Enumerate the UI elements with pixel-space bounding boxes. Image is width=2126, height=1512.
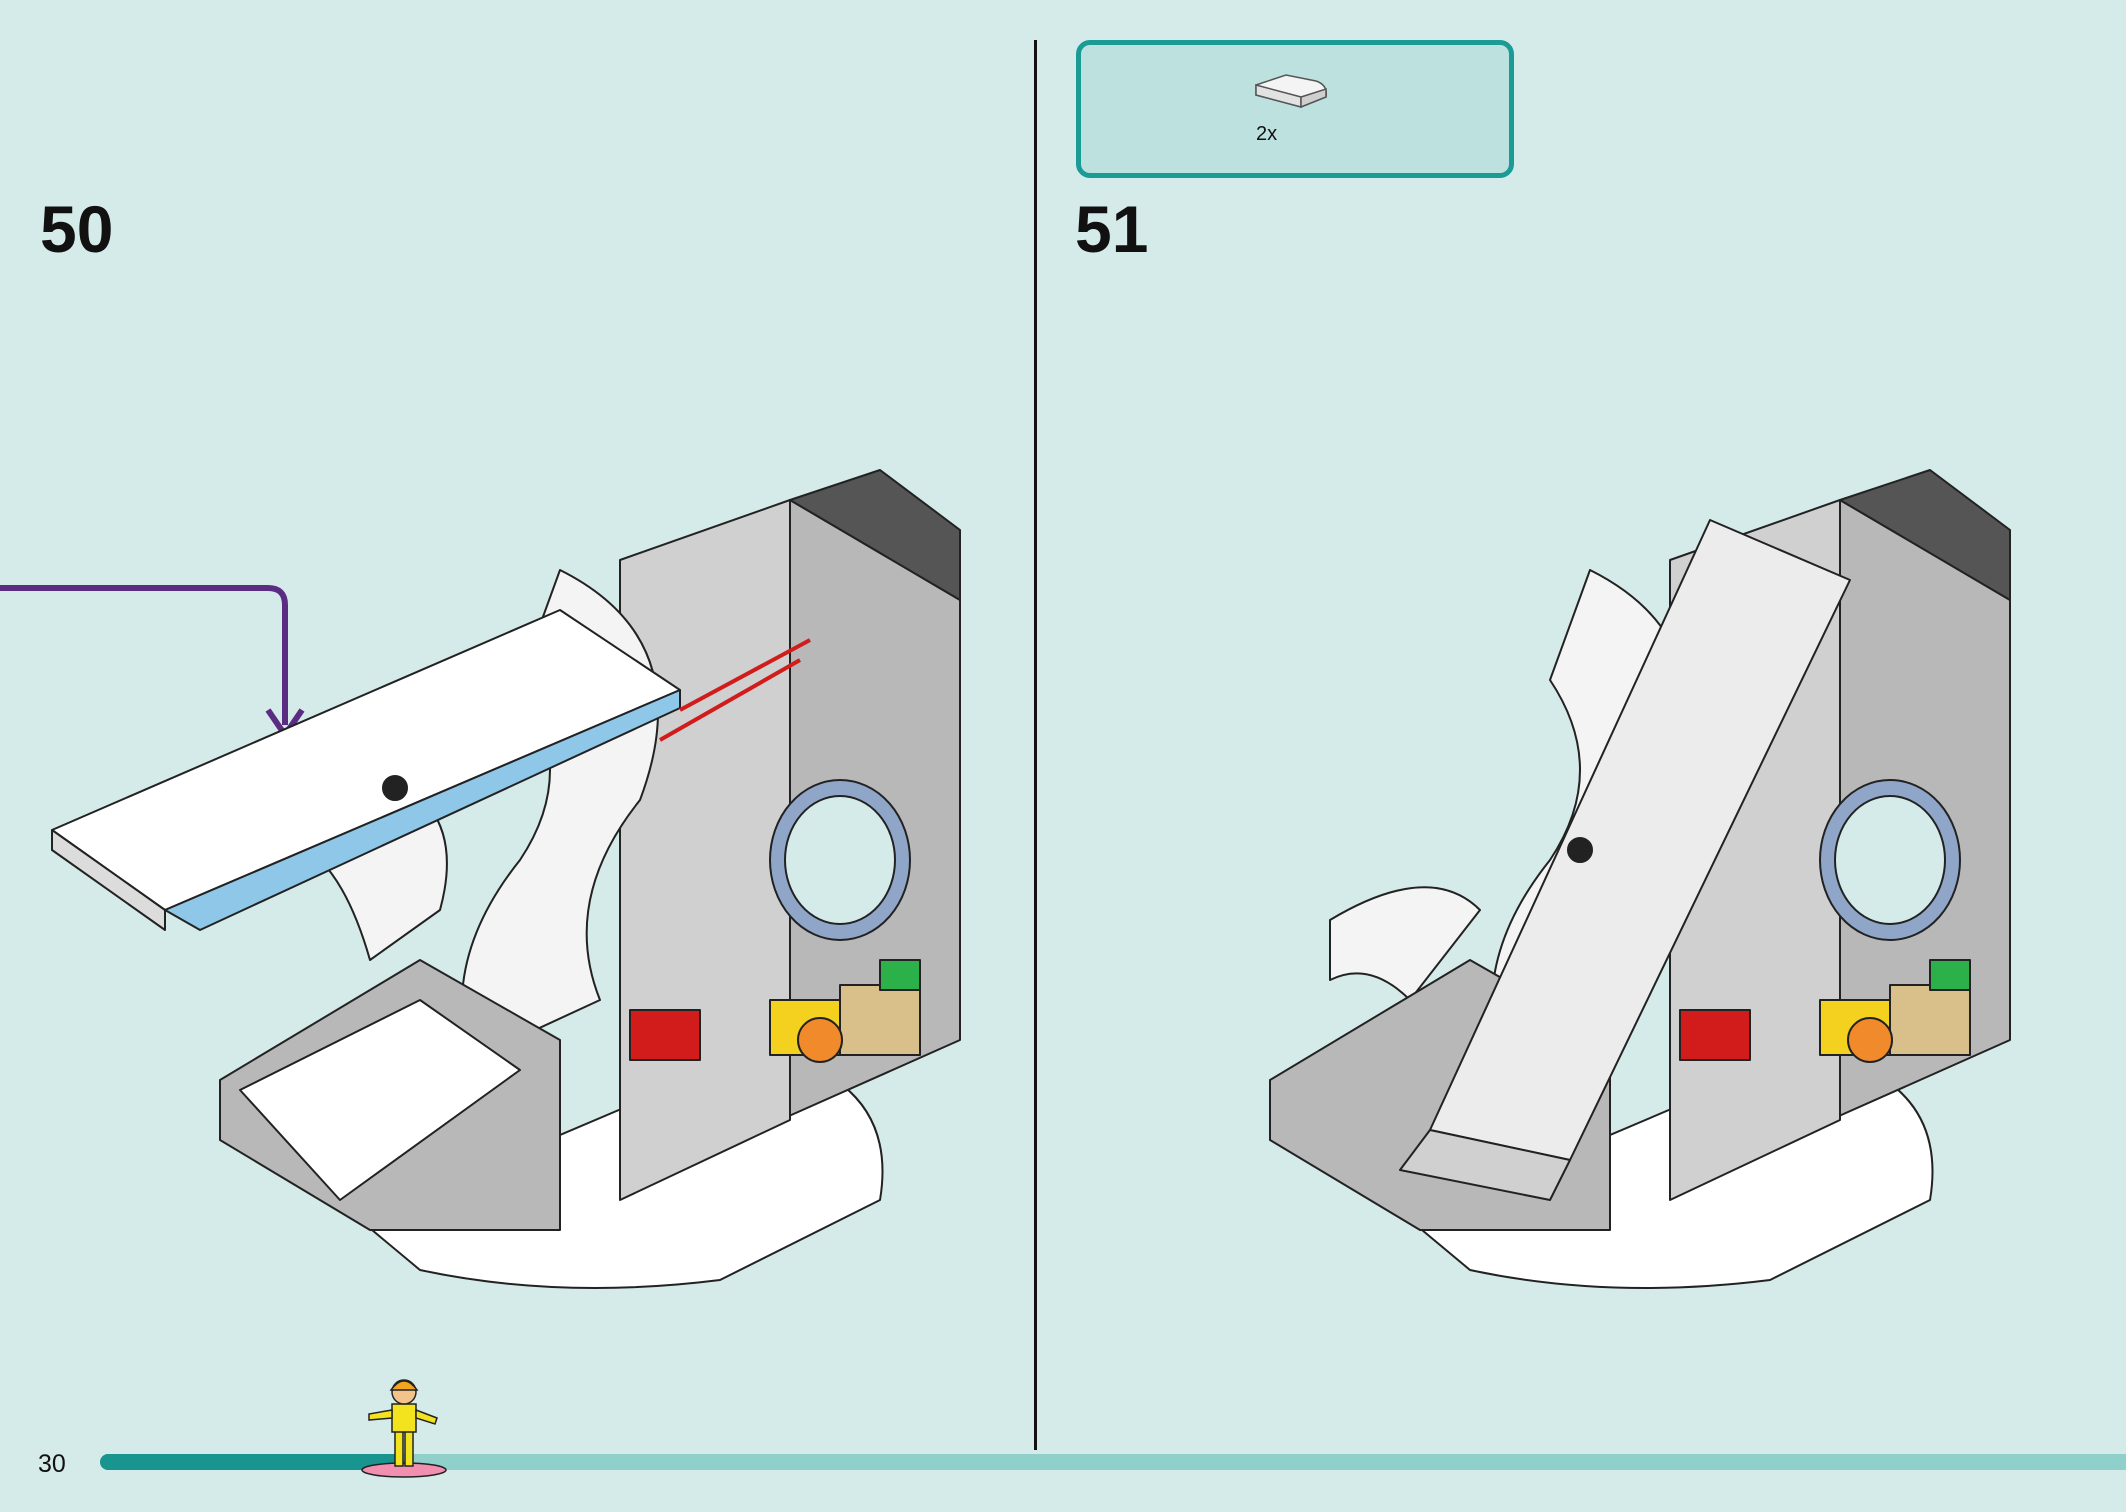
page-number: 30: [38, 1450, 66, 1478]
snowboarder-minifigure-icon: [361, 1379, 447, 1478]
step-number-51: 51: [1075, 192, 1149, 266]
step-divider: [1034, 40, 1037, 1450]
progress-bar-fill: [100, 1454, 404, 1470]
white-curved-slope-icon: [1255, 74, 1328, 109]
step-number-50: 50: [40, 192, 114, 266]
progress-bar: [100, 1454, 2126, 1470]
parts-callout-box: 2x: [1076, 40, 1514, 178]
parts-quantity: 2x: [1256, 123, 1278, 145]
step-50-build-illustration: [0, 469, 961, 1289]
step-51-build-illustration: [1269, 469, 2011, 1289]
